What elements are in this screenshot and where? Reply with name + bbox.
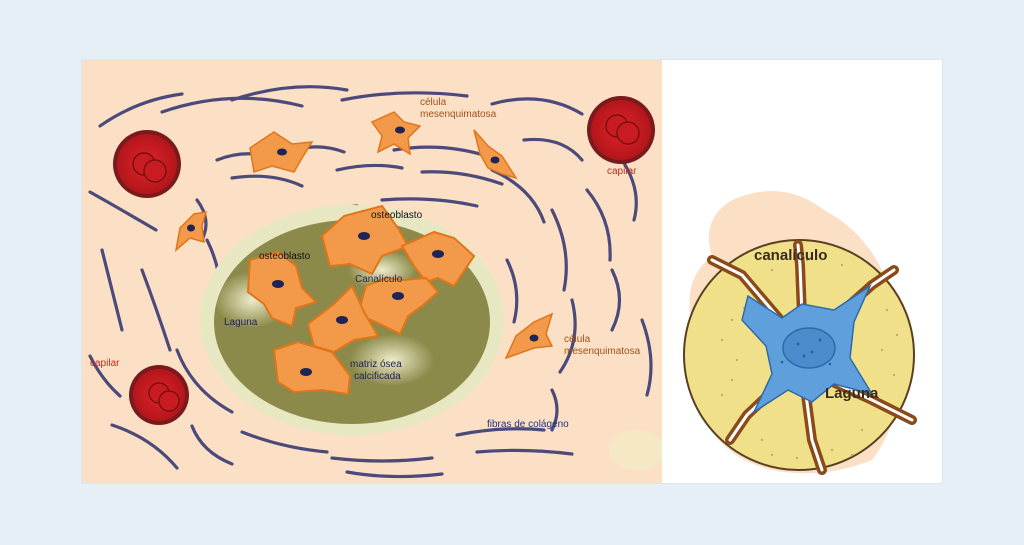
collagen-fiber xyxy=(340,91,469,102)
bone-ossification-figure: célula mesenquimatosa capilar osteoblast… xyxy=(82,60,942,483)
figure-svg: célula mesenquimatosa capilar osteoblast… xyxy=(82,60,942,483)
collagen-fiber xyxy=(98,92,184,128)
right-panel: canalículo Laguna xyxy=(662,60,942,483)
collagen-fiber xyxy=(420,170,504,186)
collagen-fiber xyxy=(100,248,124,332)
label-celula-mesenquimatosa-top: célula mesenquimatosa xyxy=(420,97,497,120)
collagen-fiber xyxy=(190,424,234,466)
collagen-fiber xyxy=(335,163,404,172)
collagen-fiber xyxy=(88,190,158,232)
collagen-fiber xyxy=(175,348,234,414)
mesenchymal-cell xyxy=(249,131,314,173)
collagen-fiber xyxy=(475,448,574,456)
collagen-fiber xyxy=(640,318,653,397)
label-laguna: Laguna xyxy=(224,317,258,328)
collagen-fiber xyxy=(490,97,584,116)
collagen-fiber xyxy=(610,268,622,332)
label-celula-mesenquimatosa-right: célula mesenquimatosa xyxy=(564,334,641,357)
collagen-fiber xyxy=(140,268,172,352)
capillary-bottom-left xyxy=(129,365,189,425)
capillary-top-right xyxy=(587,96,655,164)
pale-spot xyxy=(609,430,665,470)
collagen-fiber xyxy=(620,158,638,222)
collagen-fiber xyxy=(230,174,304,188)
collagen-fiber xyxy=(558,298,577,374)
collagen-fiber xyxy=(455,427,546,437)
osteoblast xyxy=(356,276,440,336)
collagen-fiber xyxy=(330,456,434,463)
collagen-fiber xyxy=(240,430,329,454)
label-capilar-left: capilar xyxy=(90,358,120,369)
label-fibras-de-colageno: fibras de colágeno xyxy=(487,419,569,430)
collagen-fiber xyxy=(550,208,568,292)
label-laguna-right: Laguna xyxy=(825,385,879,402)
osteoblasts xyxy=(246,204,476,396)
collagen-fiber xyxy=(522,137,584,162)
mesenchymal-cell xyxy=(174,211,208,252)
matrix-highlight xyxy=(350,334,434,386)
label-capilar-right: capilar xyxy=(607,166,637,177)
left-panel: célula mesenquimatosa capilar osteoblast… xyxy=(82,60,665,483)
collagen-fiber xyxy=(505,258,519,324)
osteoblast xyxy=(320,204,410,276)
label-osteoblasto-2: osteoblasto xyxy=(259,251,311,262)
label-canaliculo: Canalículo xyxy=(355,274,403,285)
mesenchymal-cell xyxy=(370,111,422,156)
osteoblast xyxy=(272,340,352,396)
mesenchymal-cell xyxy=(504,312,554,360)
collagen-fiber xyxy=(380,197,479,208)
label-canaliculo-right: canalículo xyxy=(754,247,827,264)
label-osteoblasto-1: osteoblasto xyxy=(371,210,423,221)
collagen-fiber xyxy=(550,388,559,432)
mesenchymal-cell xyxy=(473,129,518,180)
collagen-fiber xyxy=(88,354,122,398)
collagen-fiber xyxy=(110,423,179,470)
osteoblast xyxy=(246,250,318,328)
capillary-top-left xyxy=(113,130,181,198)
mesenchymal-cells xyxy=(174,111,554,360)
collagen-fiber xyxy=(345,470,444,479)
collagen-fiber xyxy=(230,85,349,102)
osteocyte xyxy=(741,283,874,415)
osteocyte-nucleus xyxy=(782,327,836,369)
collagen-fiber xyxy=(585,188,612,262)
label-matriz: matriz ósea calcificada xyxy=(350,359,404,382)
osteoblast xyxy=(400,230,476,288)
